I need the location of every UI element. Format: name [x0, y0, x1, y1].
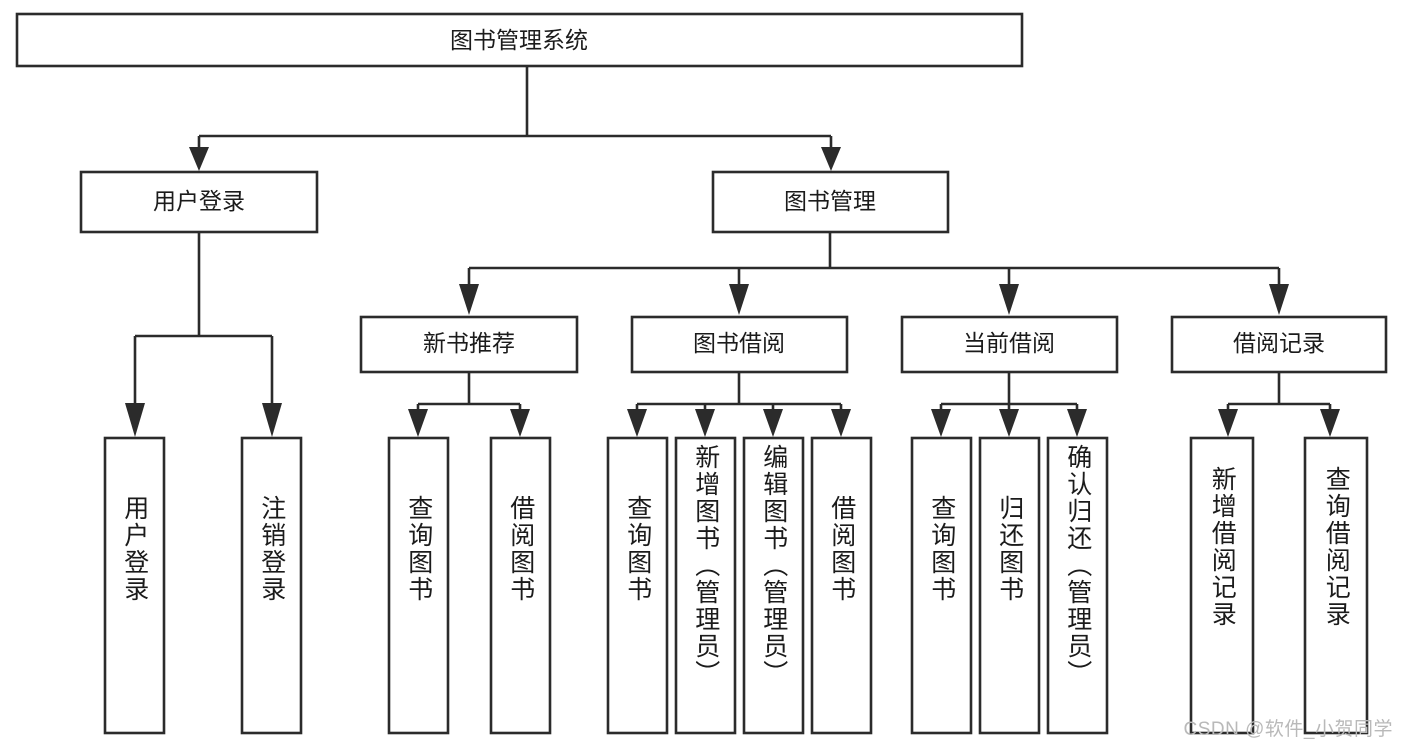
arrow-to-leaf-logout — [262, 403, 282, 437]
connector-book-manage-to-level3 — [459, 232, 1289, 315]
connector-current-borrow-to-leaves — [931, 372, 1087, 437]
leaf-box-confirm-return[interactable] — [1046, 436, 1109, 735]
leaf-box-add-book[interactable] — [674, 436, 737, 735]
arrow-to-leaf-add-book — [695, 409, 715, 437]
connector-root-to-level2 — [189, 66, 841, 171]
arrow-to-book-manage — [821, 147, 841, 171]
node-root[interactable]: 图书管理系统 — [15, 12, 1024, 68]
leaf-box-query-book-2[interactable] — [606, 436, 669, 735]
arrow-to-leaf-query-record — [1320, 409, 1340, 437]
connector-book-borrow-to-leaves — [627, 372, 851, 437]
connector-user-login-to-leaves — [125, 232, 282, 437]
leaf-box-query-record[interactable] — [1303, 436, 1369, 735]
arrow-to-leaf-borrow-book-2 — [831, 409, 851, 437]
node-user-login[interactable]: 用户登录 — [79, 170, 319, 234]
node-book-manage-box[interactable] — [711, 170, 950, 234]
node-user-login-label: 用户登录 — [153, 188, 245, 214]
node-current-borrow-label: 当前借阅 — [963, 330, 1055, 356]
node-new-book-rec-box[interactable] — [359, 315, 579, 374]
node-new-book-rec-label: 新书推荐 — [423, 330, 515, 356]
node-borrow-record-label: 借阅记录 — [1233, 330, 1325, 356]
leaf-box-query-book-1[interactable] — [387, 436, 450, 735]
node-current-borrow[interactable]: 当前借阅 — [900, 315, 1119, 374]
arrow-to-leaf-query-book-1 — [408, 409, 428, 437]
node-borrow-record-box[interactable] — [1170, 315, 1388, 374]
arrow-to-leaf-confirm-return — [1067, 409, 1087, 437]
leaf-box-return-book[interactable] — [978, 436, 1041, 735]
node-book-manage-label: 图书管理 — [784, 188, 876, 214]
arrow-to-user-login — [189, 147, 209, 171]
arrow-to-leaf-query-book-3 — [931, 409, 951, 437]
arrow-to-leaf-add-record — [1218, 409, 1238, 437]
node-borrow-record[interactable]: 借阅记录 — [1170, 315, 1388, 374]
node-root-label: 图书管理系统 — [450, 27, 588, 53]
arrow-to-borrow-record — [1269, 284, 1289, 315]
connector-new-book-rec-to-leaves — [408, 372, 530, 437]
arrow-to-book-borrow — [729, 284, 749, 315]
arrow-to-new-book-rec — [459, 284, 479, 315]
node-root-box[interactable] — [15, 12, 1024, 68]
leaf-box-logout[interactable] — [240, 436, 303, 735]
arrow-to-leaf-return-book — [999, 409, 1019, 437]
leaf-box-edit-book[interactable] — [742, 436, 805, 735]
node-book-borrow[interactable]: 图书借阅 — [630, 315, 849, 374]
node-new-book-rec[interactable]: 新书推荐 — [359, 315, 579, 374]
leaf-box-borrow-book-1[interactable] — [489, 436, 552, 735]
connector-borrow-record-to-leaves — [1218, 372, 1340, 437]
arrow-to-current-borrow — [999, 284, 1019, 315]
leaf-box-add-record[interactable] — [1189, 436, 1255, 735]
arrow-to-leaf-user-login — [125, 403, 145, 437]
node-book-borrow-box[interactable] — [630, 315, 849, 374]
watermark-text: CSDN @软件_小贺同学 — [1183, 719, 1393, 740]
arrow-to-leaf-edit-book — [763, 409, 783, 437]
leaf-box-borrow-book-2[interactable] — [810, 436, 873, 735]
leaf-box-user-login[interactable] — [103, 436, 166, 735]
node-book-borrow-label: 图书借阅 — [693, 330, 785, 356]
leaf-box-query-book-3[interactable] — [910, 436, 973, 735]
arrow-to-leaf-borrow-book-1 — [510, 409, 530, 437]
arrow-to-leaf-query-book-2 — [627, 409, 647, 437]
node-book-manage[interactable]: 图书管理 — [711, 170, 950, 234]
node-current-borrow-box[interactable] — [900, 315, 1119, 374]
